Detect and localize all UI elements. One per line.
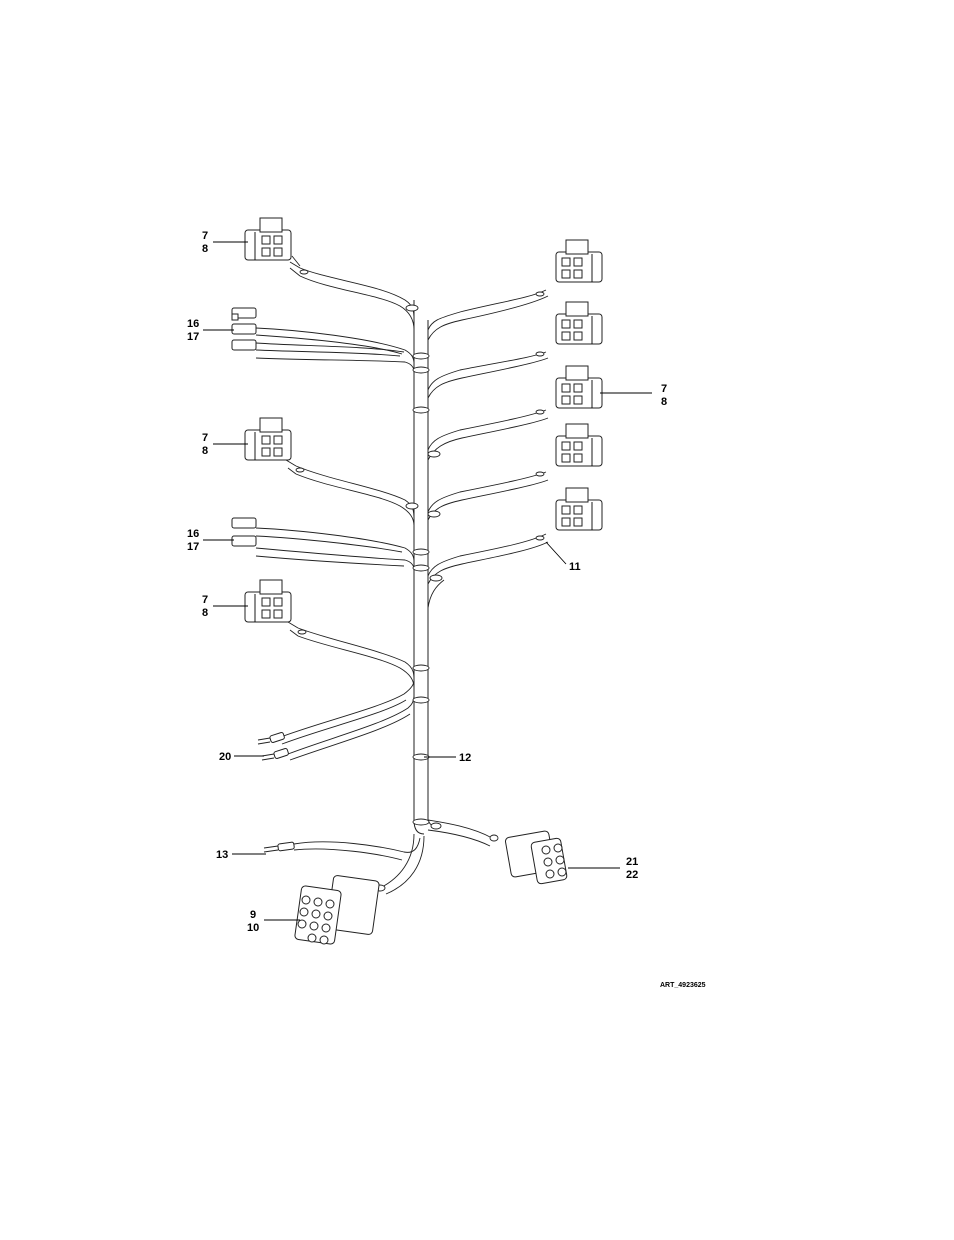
connector-right-2 xyxy=(555,301,603,345)
left-branch-terminals-middle xyxy=(255,527,415,571)
callout-11: 11 xyxy=(569,561,581,573)
leader-lines xyxy=(203,241,652,921)
callout-9: 9 xyxy=(250,909,256,921)
trunk-clips xyxy=(295,269,545,892)
callout-8-mid-left: 8 xyxy=(202,445,208,457)
left-branch-terminals-top xyxy=(255,327,415,373)
callout-17-mid: 17 xyxy=(187,541,199,553)
callout-20: 20 xyxy=(219,751,231,763)
right-round-connector-cable xyxy=(427,819,493,847)
callout-labels: 7 8 16 17 7 8 7 8 16 17 11 7 8 20 12 13 … xyxy=(187,230,667,934)
single-terminal-wire xyxy=(293,837,421,861)
ring-terminal-wires xyxy=(277,679,415,761)
left-branch-top xyxy=(289,255,415,331)
callout-8-top-left: 8 xyxy=(202,243,208,255)
connector-right-4 xyxy=(555,423,603,467)
single-terminal xyxy=(263,841,295,853)
callout-8-right: 8 xyxy=(661,396,667,408)
callout-8-low-left: 8 xyxy=(202,607,208,619)
connector-right-1 xyxy=(555,239,603,283)
callout-7-mid-left: 7 xyxy=(202,432,208,444)
callout-16-mid: 16 xyxy=(187,528,199,540)
callout-7-top-left: 7 xyxy=(202,230,208,242)
connector-right-3 xyxy=(555,365,603,409)
callout-22: 22 xyxy=(626,869,638,881)
terminals-left-middle xyxy=(231,517,257,547)
callout-17-top: 17 xyxy=(187,331,199,343)
right-round-connector xyxy=(504,830,568,885)
connector-left-top xyxy=(244,217,292,261)
ring-terminals xyxy=(257,732,289,761)
left-branch-middle xyxy=(285,459,415,527)
callout-21: 21 xyxy=(626,856,638,868)
connector-left-middle xyxy=(244,417,292,461)
callout-13: 13 xyxy=(216,849,228,861)
connector-left-lower xyxy=(244,579,292,623)
left-branch-lower xyxy=(287,621,415,689)
art-number: ART_4923625 xyxy=(660,982,706,989)
right-branches xyxy=(427,289,549,609)
main-round-connector xyxy=(294,875,380,945)
connector-right-5 xyxy=(555,487,603,531)
callout-10: 10 xyxy=(247,922,259,934)
terminals-left-top xyxy=(231,307,257,351)
callout-7-low-left: 7 xyxy=(202,594,208,606)
callout-12: 12 xyxy=(459,752,471,764)
callout-16-top: 16 xyxy=(187,318,199,330)
main-connector-cable xyxy=(379,833,425,895)
callout-7-right: 7 xyxy=(661,383,667,395)
